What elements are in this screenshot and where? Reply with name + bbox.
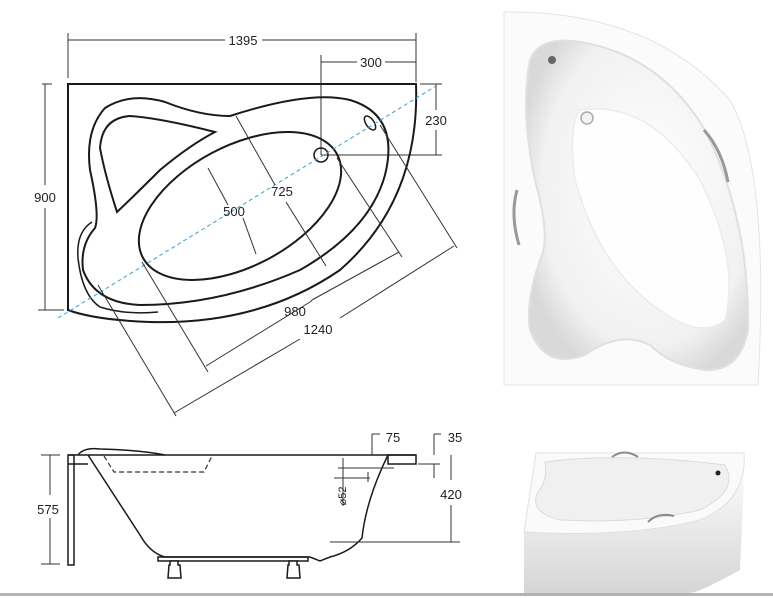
tub-outer-outline xyxy=(67,83,418,324)
dim-900: 900 xyxy=(34,190,56,205)
bottom-divider xyxy=(0,593,773,596)
handle-top-icon xyxy=(611,451,639,458)
base-plate xyxy=(157,556,309,562)
bathtub-top-photo xyxy=(490,0,773,400)
side-dim-lines xyxy=(41,433,460,565)
top-photo-svg xyxy=(503,11,762,386)
top-view-svg: 1395 300 230 900 xyxy=(34,33,458,417)
tub-rim-outline xyxy=(81,96,390,307)
dim-75: 75 xyxy=(386,430,400,445)
angled-photo-svg xyxy=(523,451,745,593)
front-panel xyxy=(67,454,75,566)
handle-front-icon xyxy=(647,513,675,523)
dim-230: 230 xyxy=(425,113,447,128)
drain-icon xyxy=(580,111,594,125)
drain-icon xyxy=(313,147,329,163)
dim-500: 500 xyxy=(223,204,245,219)
backrest-shape xyxy=(98,114,218,214)
side-view-drawing: 575 420 75 35 ⌀52 xyxy=(0,420,480,593)
dim-1240: 1240 xyxy=(304,322,333,337)
bathtub-angled-photo xyxy=(500,420,773,593)
tub-inner-floor xyxy=(571,108,730,329)
dim-overflow-diameter: ⌀52 xyxy=(337,487,349,506)
dim-980: 980 xyxy=(284,304,306,319)
seat-ledge xyxy=(77,221,159,314)
dim-35: 35 xyxy=(448,430,462,445)
foot-right xyxy=(286,560,301,579)
width-dim-lines xyxy=(97,115,458,417)
side-view-svg: 575 420 75 35 ⌀52 xyxy=(37,430,462,579)
foot-left xyxy=(167,560,182,579)
dim-725: 725 xyxy=(271,184,293,199)
dim-300: 300 xyxy=(360,55,382,70)
dim-420: 420 xyxy=(440,487,462,502)
overflow-icon xyxy=(715,470,721,476)
rim-end xyxy=(387,454,417,465)
tub-body xyxy=(87,454,389,562)
headrest-curve xyxy=(77,447,166,456)
overflow-icon xyxy=(363,115,377,131)
centerline xyxy=(57,85,437,319)
top-view-drawing: 1395 300 230 900 xyxy=(0,0,480,420)
inner-basin xyxy=(137,131,343,281)
handle-right-icon xyxy=(702,128,730,183)
seat-dashed xyxy=(103,455,213,473)
dim-575: 575 xyxy=(37,502,59,517)
overflow-icon xyxy=(548,56,556,64)
handle-left-icon xyxy=(512,189,521,246)
dim-1395-lines xyxy=(38,33,442,311)
dim-1395: 1395 xyxy=(229,33,258,48)
